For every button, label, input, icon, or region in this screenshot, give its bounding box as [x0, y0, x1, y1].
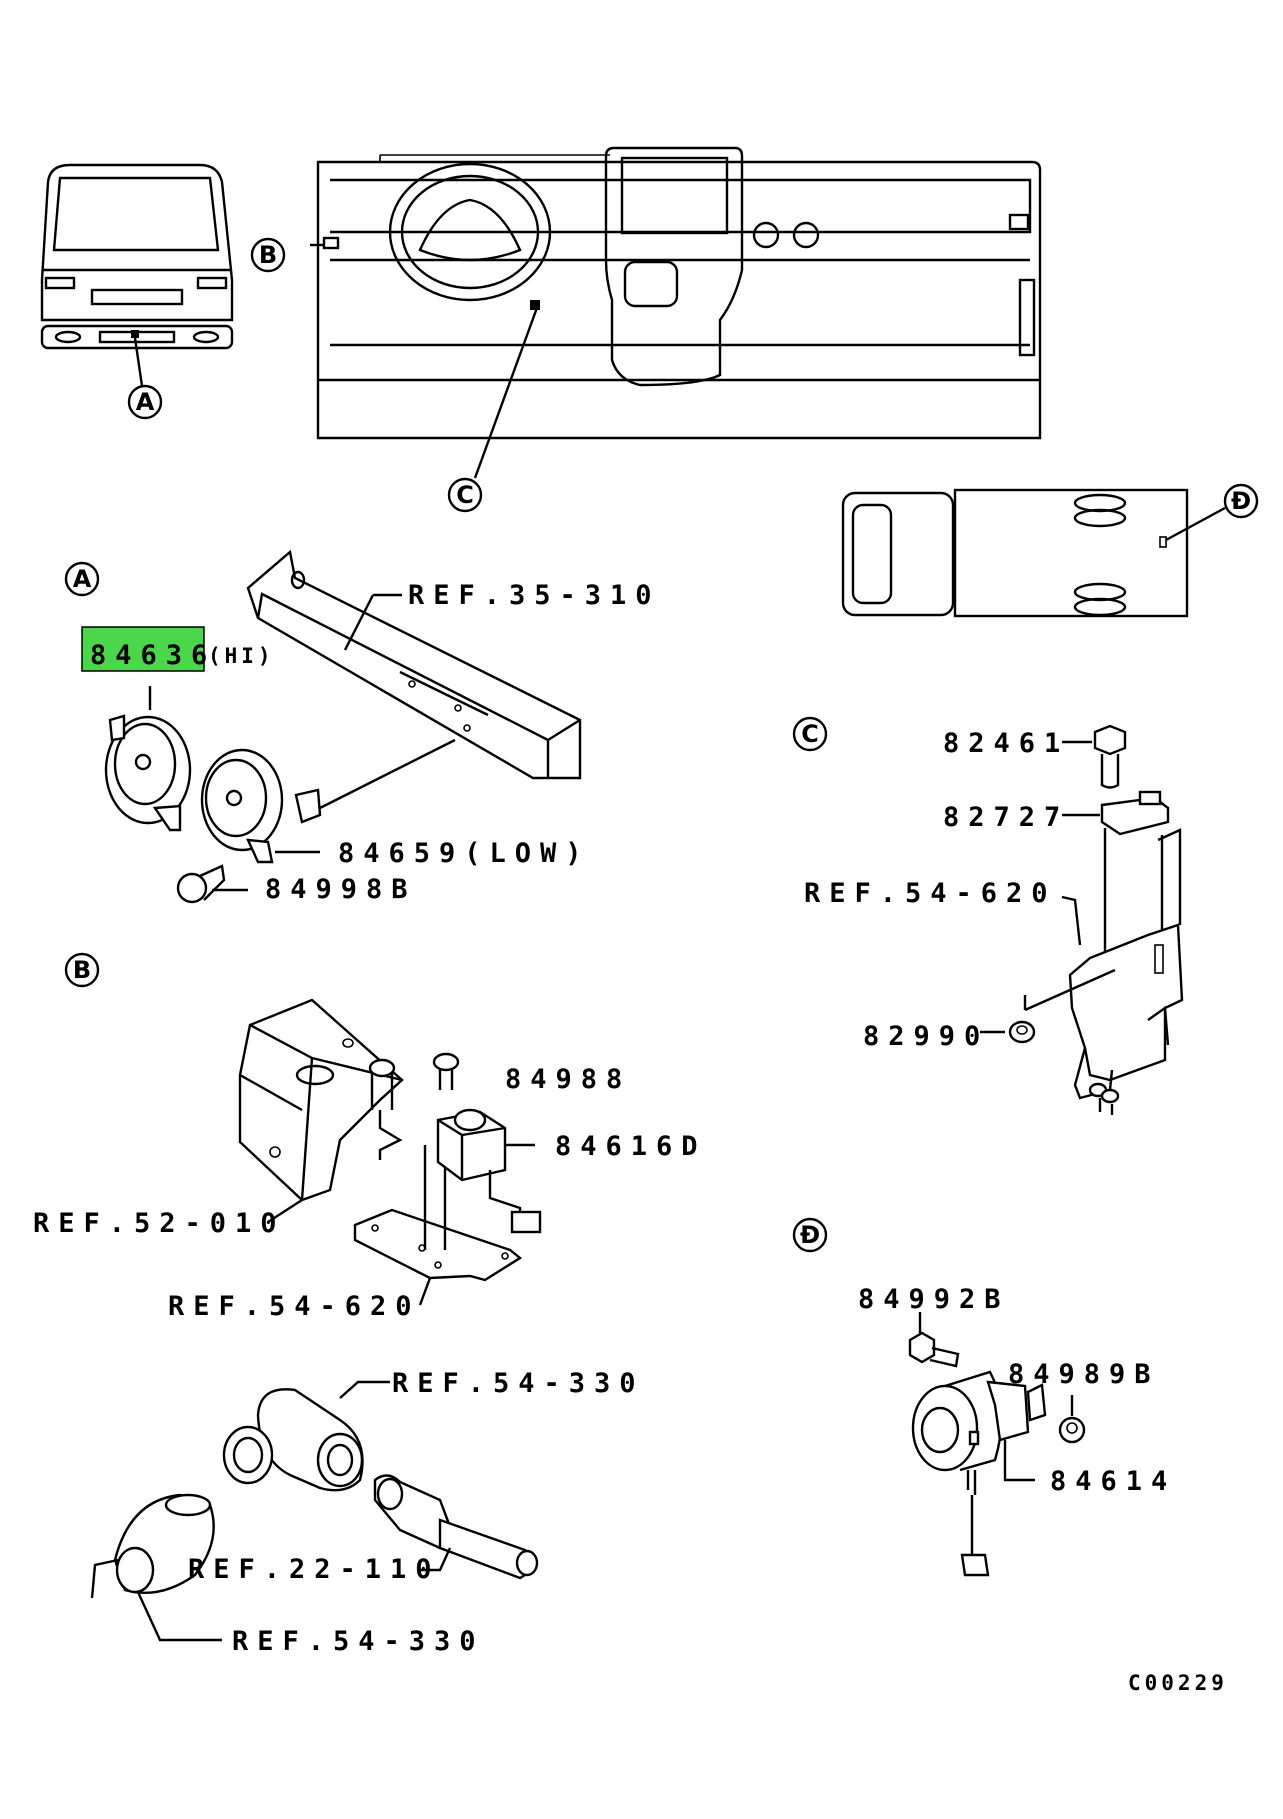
part-84998b-label: 84998B: [265, 874, 417, 905]
highlight-box: [81, 626, 205, 672]
circle-a-top: A: [127, 384, 163, 420]
svg-text:84636: 84636: [90, 640, 216, 671]
svg-text:A: A: [73, 565, 92, 593]
part-84616d-label: 84616D: [555, 1131, 707, 1162]
part-84636-label: 84636 (HI): [81, 626, 275, 672]
ref-52-010-label: REF.52-010: [33, 1208, 286, 1239]
svg-text:C: C: [801, 720, 819, 748]
ref-22-110-label: REF.22-110: [188, 1554, 441, 1585]
part-84989b-label: 84989B: [1008, 1359, 1160, 1390]
svg-text:B: B: [73, 956, 91, 984]
svg-text:(HI): (HI): [208, 644, 275, 668]
dashboard-view: [310, 146, 1042, 479]
ref-54-330-bottom-label: REF.54-330: [232, 1626, 485, 1657]
diagram-code: C00229: [1128, 1671, 1228, 1695]
section-b: B: [64, 952, 542, 1306]
circle-d-section: Đ: [792, 1217, 828, 1253]
circle-c-top: C: [447, 477, 483, 513]
svg-text:Đ: Đ: [800, 1221, 820, 1249]
section-c: C: [792, 716, 1184, 1115]
part-82727-label: 82727: [943, 802, 1069, 833]
section-d: Đ: [792, 1217, 1086, 1577]
truck-front-view: [40, 163, 234, 387]
svg-text:Đ: Đ: [1231, 487, 1251, 515]
svg-text:B: B: [259, 241, 277, 269]
circle-a-section: A: [64, 561, 100, 597]
circle-d-top: Đ: [1223, 483, 1259, 519]
truck-top-view: [841, 488, 1226, 618]
part-84614-label: 84614: [1050, 1466, 1176, 1497]
ref-54-330-top-label: REF.54-330: [392, 1368, 645, 1399]
circle-b-top: B: [250, 237, 286, 273]
svg-text:C: C: [456, 481, 474, 509]
circle-c-section: C: [792, 716, 828, 752]
ref-35-310-label: REF.35-310: [408, 580, 661, 611]
part-84659-label: 84659(LOW): [338, 838, 591, 869]
ref-54-620-b-label: REF.54-620: [168, 1291, 421, 1322]
ref-54-620-c-label: REF.54-620: [804, 878, 1057, 909]
part-82990-label: 82990: [863, 1021, 989, 1052]
speedometer-assembly: [90, 1380, 539, 1642]
part-84992b-label: 84992B: [858, 1284, 1010, 1315]
part-82461-label: 82461: [943, 728, 1069, 759]
part-84988-label: 84988: [505, 1064, 631, 1095]
section-a: A: [64, 549, 582, 904]
svg-text:A: A: [136, 388, 155, 416]
circle-b-section: B: [64, 952, 100, 988]
